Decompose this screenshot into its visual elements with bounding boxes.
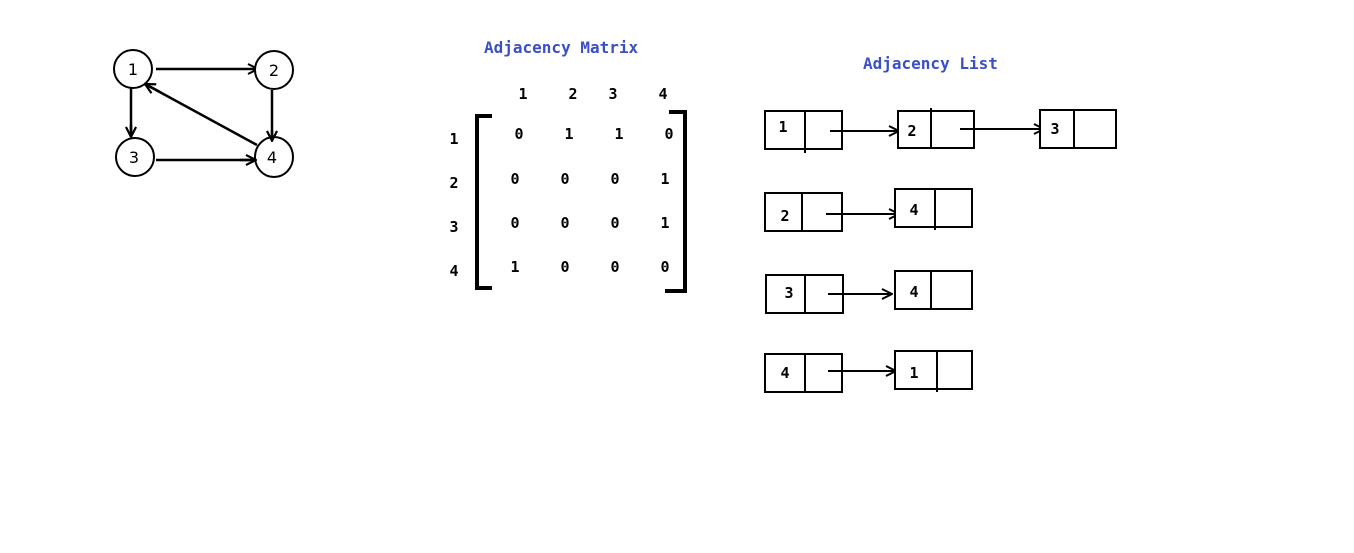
matrix-row-1: 0 1 1 0 [514, 125, 673, 143]
node-value: 4 [780, 364, 789, 382]
col-header: 1 [518, 85, 527, 103]
matrix-left-bracket [475, 114, 492, 290]
node-value: 3 [784, 284, 793, 302]
graph-node-4: 4 [254, 136, 294, 178]
matrix-row-4: 1 0 0 0 [510, 258, 669, 276]
node-box [1039, 109, 1117, 149]
node-box [894, 270, 973, 310]
matrix-row-headers: 1 2 3 4 [449, 130, 458, 280]
row-header: 4 [449, 262, 458, 280]
node-label: 2 [269, 61, 279, 80]
head-node: 3 [765, 274, 844, 314]
head-node: 1 [764, 110, 843, 153]
list-title: Adjacency List [863, 54, 998, 73]
matrix-cell: 1 [510, 258, 519, 276]
matrix-cell: 0 [560, 170, 569, 188]
head-node: 2 [764, 192, 843, 232]
node-box [894, 350, 973, 390]
list-row-3: 3 4 [765, 270, 973, 314]
node-box [764, 353, 843, 393]
adjacency-list: Adjacency List 1 2 3 [764, 54, 1117, 393]
head-node: 4 [764, 353, 843, 393]
node-circle [115, 137, 155, 177]
matrix-cell: 0 [560, 214, 569, 232]
node-value: 3 [1050, 120, 1059, 138]
edge-4-1-tip [145, 82, 161, 92]
node-value: 2 [780, 207, 789, 225]
col-header: 3 [608, 85, 617, 103]
list-row-2: 2 4 [764, 188, 973, 232]
edge-4-1 [145, 82, 258, 147]
row-header: 2 [449, 174, 458, 192]
matrix-cell: 0 [664, 125, 673, 143]
matrix-cell: 0 [510, 214, 519, 232]
node-box [894, 188, 973, 228]
graph-node-3: 3 [115, 137, 155, 177]
node-value: 2 [907, 122, 916, 140]
col-header: 4 [658, 85, 667, 103]
matrix-row-2: 0 0 0 1 [510, 170, 669, 188]
graph-node-2: 2 [254, 50, 294, 90]
graph-node-1: 1 [113, 49, 153, 89]
adjacency-matrix: Adjacency Matrix 1 2 3 4 1 2 3 4 0 1 1 0… [449, 38, 687, 293]
matrix-cell: 0 [514, 125, 523, 143]
neighbor-node: 4 [894, 188, 973, 230]
node-box [764, 192, 843, 232]
matrix-cell: 1 [660, 214, 669, 232]
matrix-cell: 1 [660, 170, 669, 188]
matrix-cell: 0 [560, 258, 569, 276]
matrix-cell: 1 [614, 125, 623, 143]
node-value: 1 [909, 364, 918, 382]
matrix-right-bracket [665, 110, 687, 293]
node-value: 1 [778, 118, 787, 136]
node-label: 3 [129, 148, 139, 167]
neighbor-node: 3 [1039, 109, 1117, 149]
list-row-4: 4 1 [764, 350, 973, 393]
matrix-title: Adjacency Matrix [484, 38, 638, 57]
node-label: 1 [128, 60, 138, 79]
matrix-col-headers: 1 2 3 4 [518, 85, 667, 103]
row-header: 3 [449, 218, 458, 236]
node-label: 4 [267, 148, 277, 167]
node-value: 4 [909, 283, 918, 301]
node-circle [254, 50, 294, 90]
col-header: 2 [568, 85, 577, 103]
neighbor-node: 4 [894, 270, 973, 310]
graph-edges [131, 69, 272, 160]
matrix-cell: 0 [510, 170, 519, 188]
node-value: 4 [909, 201, 918, 219]
matrix-cell: 0 [610, 258, 619, 276]
list-row-1: 1 2 3 [764, 108, 1117, 153]
neighbor-node: 1 [894, 350, 973, 392]
row-header: 1 [449, 130, 458, 148]
matrix-row-3: 0 0 0 1 [510, 214, 669, 232]
matrix-cell: 0 [610, 170, 619, 188]
node-box [764, 110, 843, 150]
directed-graph: 1 2 3 4 [113, 49, 294, 178]
matrix-cell: 1 [564, 125, 573, 143]
matrix-cell: 0 [660, 258, 669, 276]
node-circle [113, 49, 153, 89]
matrix-cell: 0 [610, 214, 619, 232]
